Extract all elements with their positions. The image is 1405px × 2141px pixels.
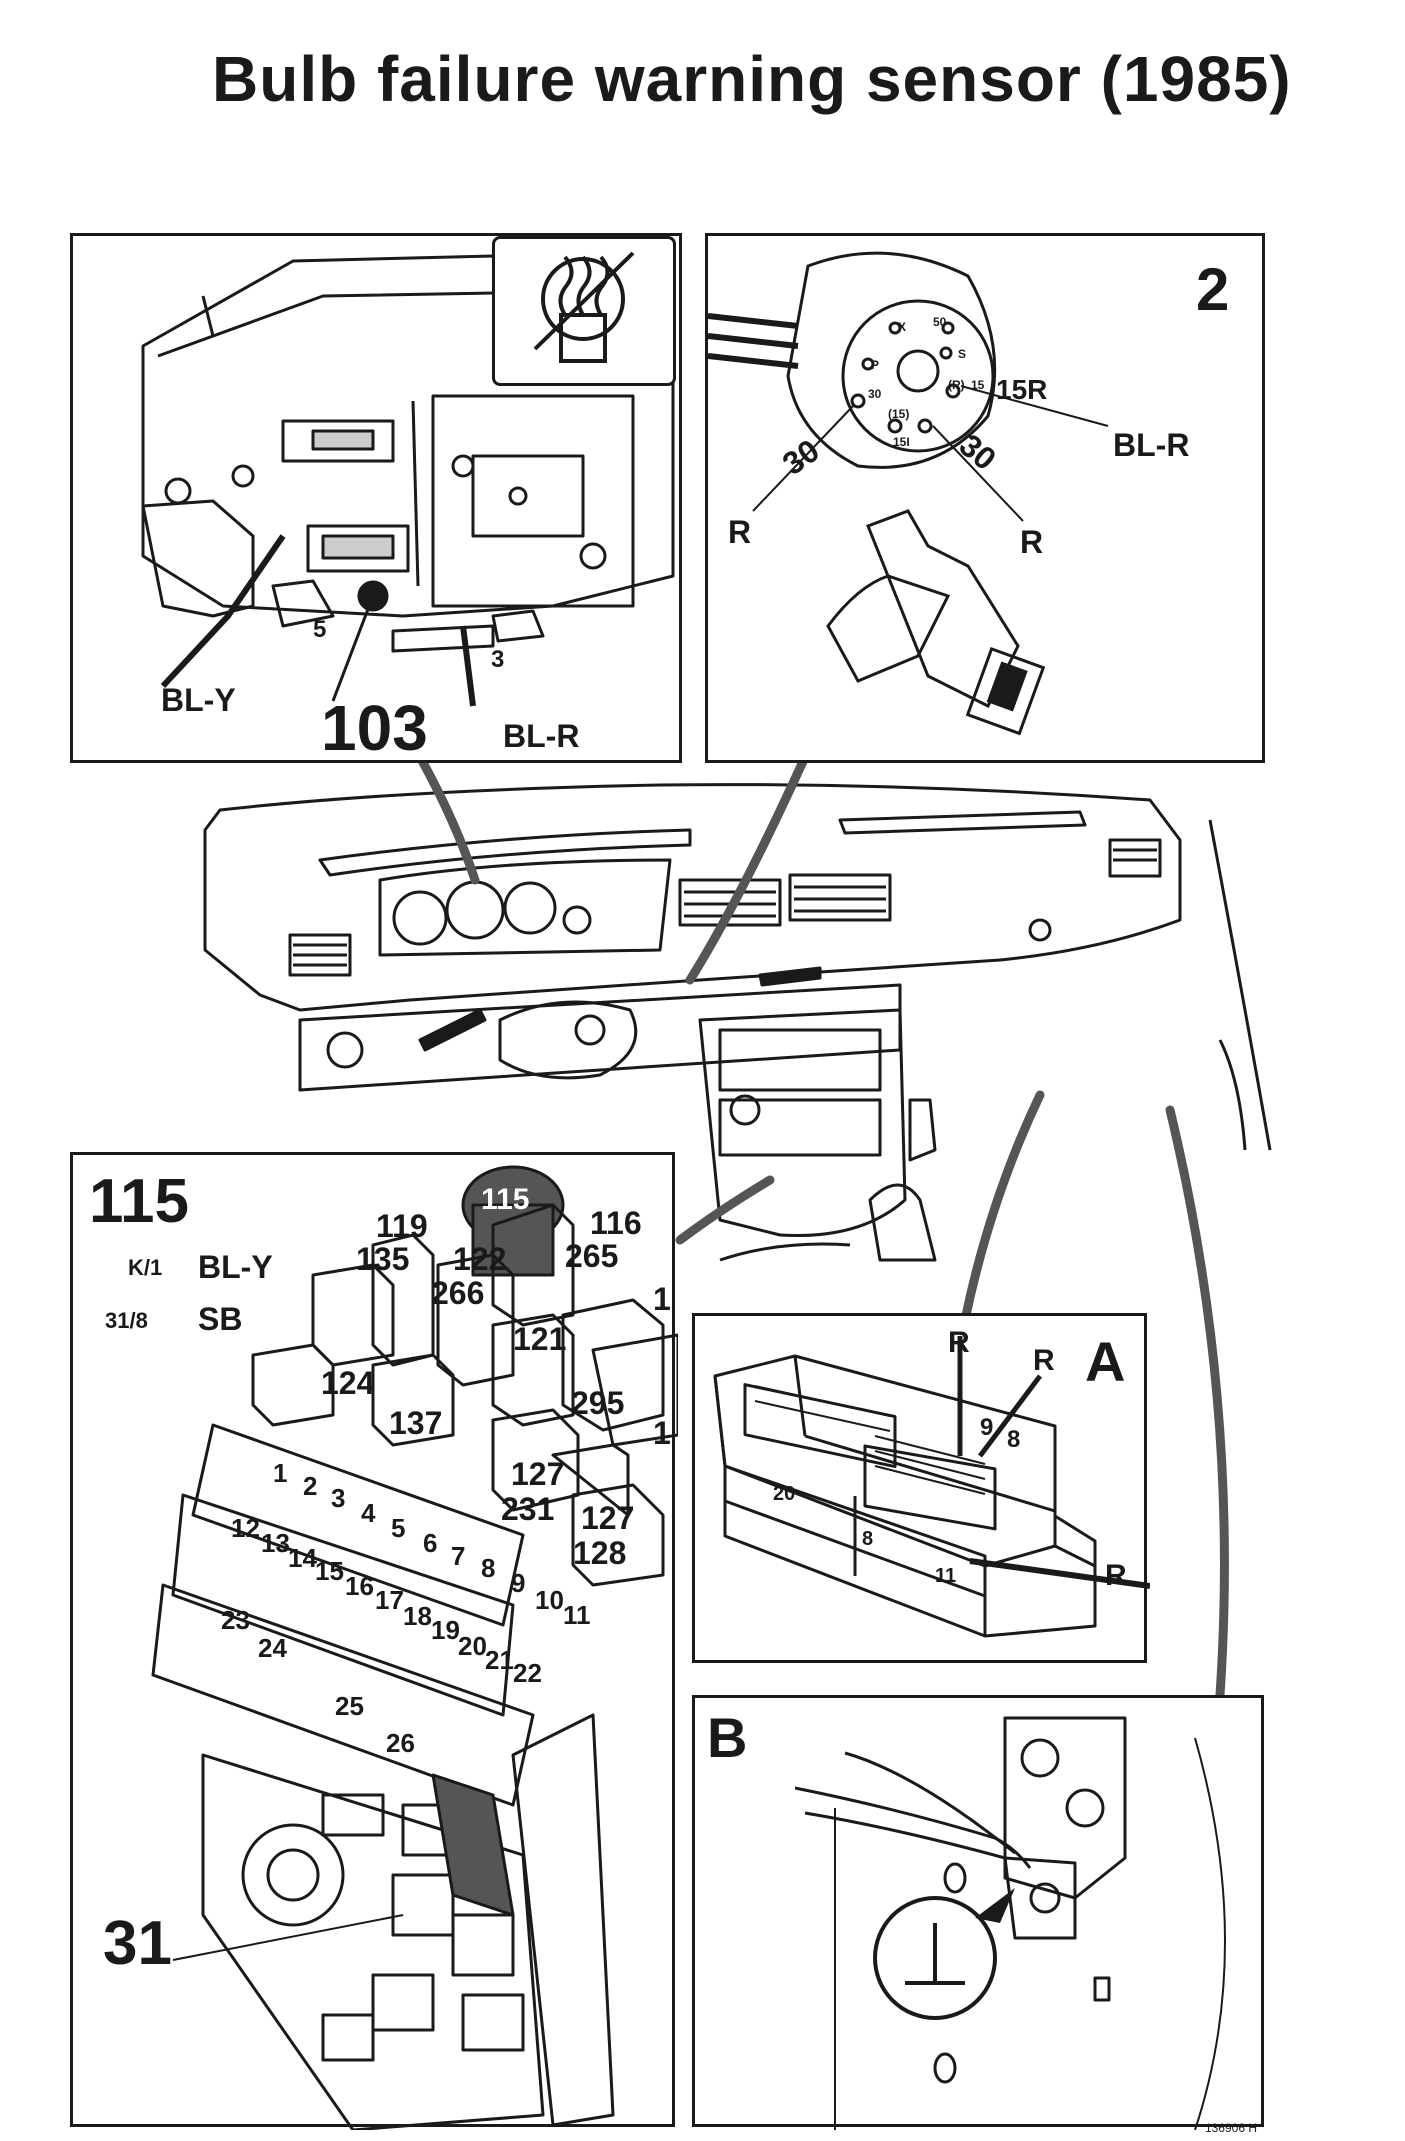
wire-r-right-label: R (1020, 524, 1044, 560)
relay-128-label: 128 (573, 1535, 627, 1571)
ground-31-label: 31 (103, 1909, 172, 1978)
relay-k1-code: K/1 (128, 1255, 163, 1280)
relay-135-label: 135 (356, 1241, 410, 1277)
ground-point-b-panel: B (692, 1695, 1264, 2130)
relay-115-big-label: 115 (89, 1167, 190, 1236)
fuse-26-label: 26 (386, 1728, 415, 1758)
panel-b-letter: B (707, 1706, 748, 1769)
pin-x-label: X (898, 320, 907, 334)
block-11-label: 11 (935, 1565, 957, 1587)
pin-p-label: P (871, 358, 880, 372)
pin-9-label: 9 (980, 1414, 994, 1441)
pin-15i-label: 15I (893, 435, 910, 449)
fuse-11-label: 11 (563, 1600, 591, 1630)
fuse-7-label: 7 (451, 1541, 466, 1571)
wire-bl-y-label: BL-Y (161, 682, 236, 718)
ignition-switch-panel: 2 15R BL-R R R 30 30 X 50 P S 15 (15) 30… (705, 233, 1265, 763)
relay-fuse-panel: 115 K/1 BL-Y 31/8 SB 115 119 135 122 266… (70, 1152, 678, 2130)
fuse-18-label: 18 (403, 1601, 432, 1631)
fuse-6-label: 6 (423, 1528, 438, 1558)
pin-8-label: 8 (1007, 1426, 1021, 1453)
fuse-25-label: 25 (335, 1691, 364, 1721)
relay-k1-wire: BL-Y (198, 1249, 273, 1285)
block-8-label: 8 (862, 1528, 874, 1550)
relay-115-label: 115 (481, 1183, 530, 1216)
terminal-15r-label: 15R (996, 374, 1048, 405)
relay-231-label: 231 (501, 1491, 555, 1527)
fuse-16-label: 16 (345, 1571, 374, 1601)
wire-r-a2-label: R (1033, 1344, 1055, 1377)
relay-31-8-wire: SB (198, 1301, 243, 1337)
fuse-10-label: 10 (535, 1585, 564, 1615)
relay-127a-label: 127 (511, 1456, 565, 1492)
panel-2-number: 2 (1196, 256, 1230, 323)
ignition-switch-illustration (708, 251, 1109, 736)
part-103-label: 103 (321, 692, 428, 764)
ground-symbol-icon (873, 1888, 1015, 2020)
relay-127b-label: 127 (581, 1500, 635, 1536)
fuse-4-label: 4 (361, 1498, 376, 1528)
relay-265-label: 265 (565, 1238, 619, 1274)
fuse-23-label: 23 (221, 1605, 250, 1635)
pin-5-label: 5 (313, 616, 327, 643)
pin-3-label: 3 (491, 646, 505, 673)
pin-15-label: 15 (971, 378, 985, 392)
fuse-3-label: 3 (331, 1483, 346, 1513)
block-20-label: 20 (773, 1483, 796, 1505)
relay-124-label: 124 (321, 1365, 375, 1401)
no-heat-warning-icon (492, 236, 676, 386)
relay-1a-label: 1 (653, 1281, 671, 1317)
relay-1b-label: 1 (653, 1415, 671, 1451)
fuse-17-label: 17 (375, 1585, 404, 1615)
relay-122-label: 122 (453, 1241, 507, 1277)
fuse-15-label: 15 (315, 1556, 344, 1586)
relay-119-label: 119 (376, 1208, 428, 1244)
fuse-21-label: 21 (485, 1645, 514, 1675)
pin-50-label: 50 (933, 315, 947, 329)
fuse-19-label: 19 (431, 1615, 460, 1645)
relay-31-8-code: 31/8 (105, 1308, 148, 1333)
relay-box-illustration (151, 1165, 678, 2130)
pin-s-label: S (958, 347, 967, 361)
cluster-back-illustration (141, 254, 675, 707)
page-title: Bulb failure warning sensor (1985) (212, 43, 1292, 115)
wire-r-left-label: R (728, 514, 752, 550)
instrument-cluster-panel: BL-Y 5 103 3 BL-R (70, 233, 682, 763)
relay-137-label: 137 (389, 1405, 443, 1441)
connector-a-panel: A R R R 9 8 20 8 11 (692, 1313, 1150, 1663)
wire-r-a3-label: R (1105, 1559, 1127, 1592)
panel-a-letter: A (1085, 1330, 1126, 1393)
fuse-22-label: 22 (513, 1658, 542, 1688)
fuse-5-label: 5 (391, 1513, 406, 1543)
relay-121-label: 121 (513, 1321, 567, 1357)
wire-bl-r-label: BL-R (503, 718, 580, 754)
ground-point-illustration (794, 1716, 1226, 2130)
wire-r-a1-label: R (948, 1326, 970, 1359)
fuse-12-label: 12 (231, 1513, 260, 1543)
relay-266-label: 266 (431, 1275, 485, 1311)
fuse-2-label: 2 (303, 1471, 318, 1501)
fuse-1-label: 1 (273, 1458, 288, 1488)
relay-295-label: 295 (571, 1385, 625, 1421)
fuse-8-label: 8 (481, 1553, 496, 1583)
figure-code: 136906 H (1204, 2121, 1257, 2135)
connector-a-illustration (713, 1336, 1150, 1638)
pin-r-label: (R) (948, 378, 965, 392)
wire-bl-r-label: BL-R (1113, 427, 1190, 463)
fuse-20-label: 20 (458, 1631, 487, 1661)
relay-116-label: 116 (590, 1205, 642, 1241)
fuse-13-label: 13 (261, 1528, 290, 1558)
fuse-14-label: 14 (288, 1543, 317, 1573)
fuse-9-label: 9 (511, 1568, 526, 1598)
fuse-24-label: 24 (258, 1633, 287, 1663)
pin-15-paren-label: (15) (888, 407, 910, 421)
pin-30-label: 30 (868, 387, 882, 401)
